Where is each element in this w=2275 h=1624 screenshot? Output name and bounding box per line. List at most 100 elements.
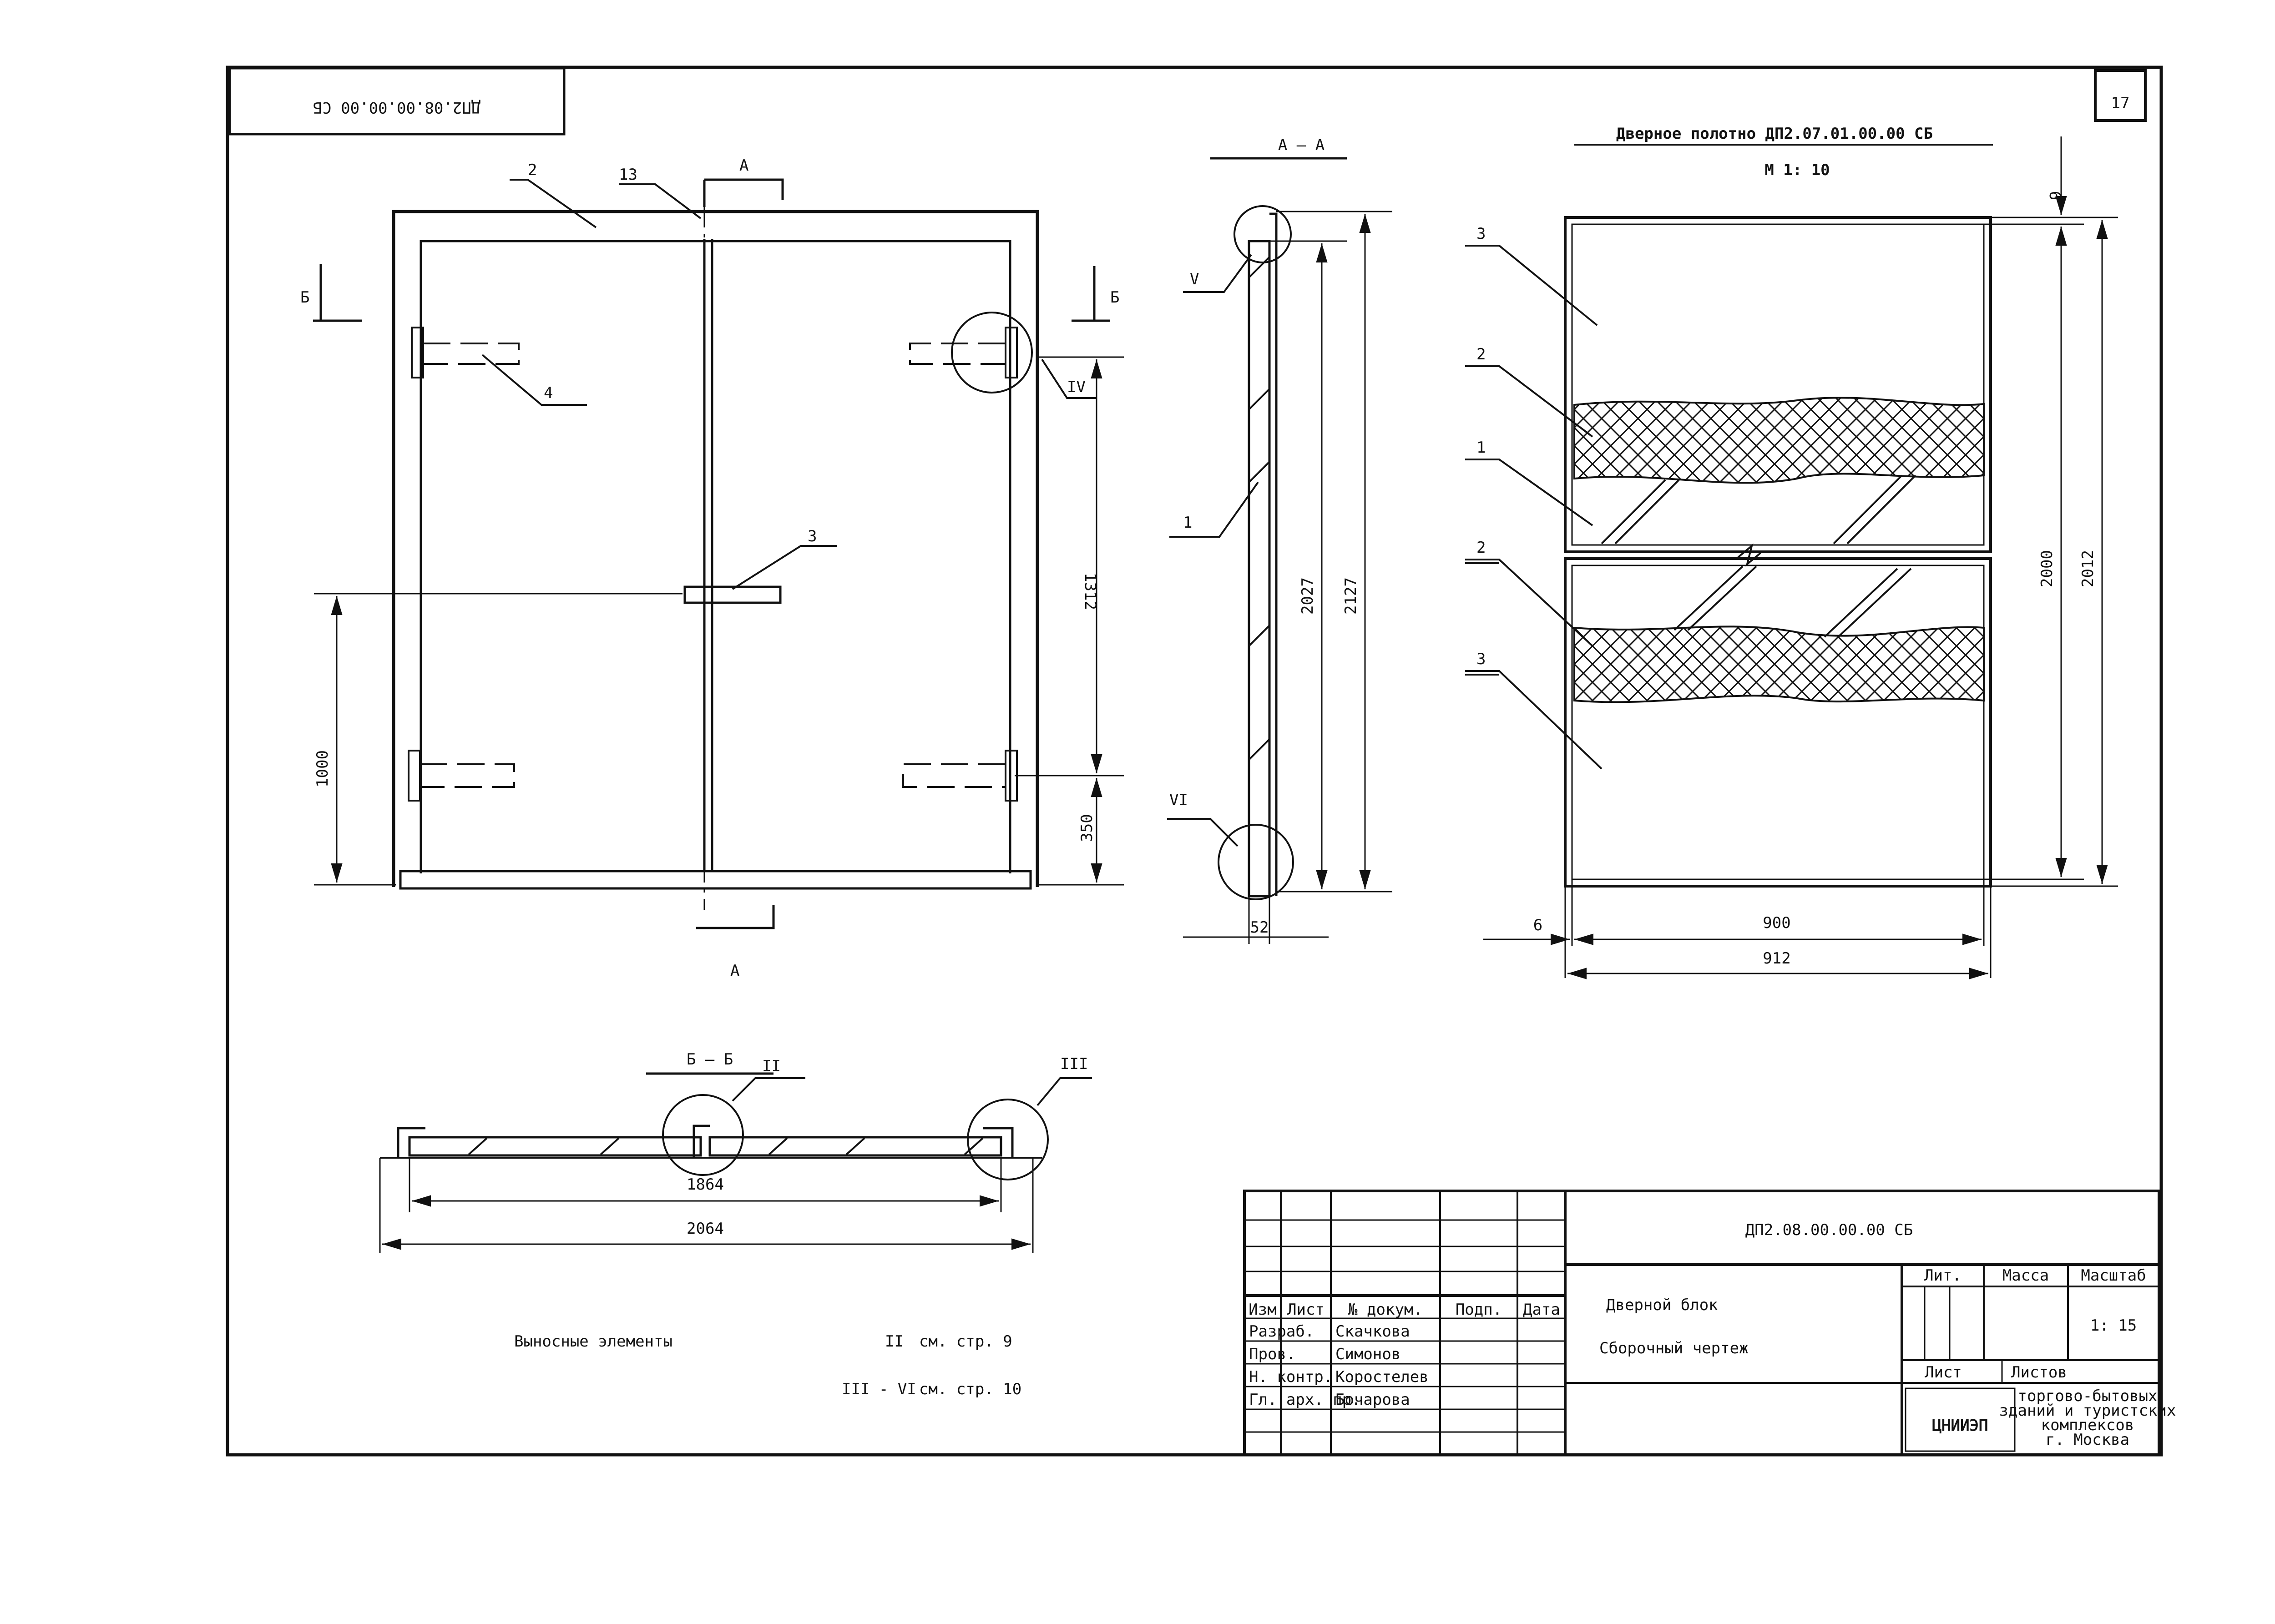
hdr-list: Лист <box>1287 1301 1325 1319</box>
name-1: Симонов <box>1335 1345 1400 1363</box>
leaf-section-hatch <box>468 1137 984 1155</box>
hinge-left-top <box>411 327 520 378</box>
leaf-right-section <box>708 1136 1002 1157</box>
role-0: Разраб. <box>1249 1322 1314 1341</box>
section-b-left-label: Б <box>300 288 309 307</box>
name-0: Скачкова <box>1335 1322 1410 1341</box>
org-logo-box <box>1905 1387 2016 1452</box>
section-a-bottom-label: А <box>730 962 739 980</box>
callout-v: V <box>1190 270 1199 288</box>
name-3: Бочарова <box>1335 1391 1410 1409</box>
detail-circle-ii <box>662 1094 744 1176</box>
top-code-mirrored: ДП2.08.00.00.00 СБ <box>313 98 480 116</box>
doc-code: ДП2.08.00.00.00 СБ <box>1745 1221 1913 1239</box>
door-frame-inner <box>420 240 1011 873</box>
role-2: Н. контр. <box>1249 1368 1333 1386</box>
org-logo: ЦНИИЭП <box>1932 1417 1988 1435</box>
dim-1864: 1864 <box>687 1175 724 1194</box>
callout-leaf-3b-leader <box>1465 670 1603 770</box>
hinge-right-bottom <box>902 750 1018 802</box>
org-line3: комплексов <box>2041 1416 2134 1434</box>
hdr-sheets: Листов <box>2011 1363 2067 1382</box>
dim-52: 52 <box>1250 918 1269 937</box>
dim-6-top: 6 <box>2046 191 2064 200</box>
dim-1000: 1000 <box>313 750 332 787</box>
door-leaf-scale: М 1: 10 <box>1764 161 1830 179</box>
door-leaf: Дверное полотно ДП2.07.01.00.00 СБ М 1: … <box>1465 125 2118 979</box>
leaf-upper-inner <box>1571 223 1985 546</box>
dim-900: 900 <box>1763 914 1790 932</box>
hdr-izm: Изм <box>1249 1301 1276 1319</box>
insulation-lower <box>1573 625 1985 703</box>
callout-13-leader <box>619 183 702 219</box>
dim-2127: 2127 <box>1342 577 1360 615</box>
section-b-left-mark <box>313 264 362 322</box>
callout-1: 1 <box>1183 514 1192 532</box>
door-frame-outer <box>392 210 1039 887</box>
callout-vi: VI <box>1169 791 1188 809</box>
dim-350: 350 <box>1078 814 1096 842</box>
hdr-massa: Масса <box>2002 1266 2049 1285</box>
title-block: Изм Лист № докум. Подп. Дата Разраб. Ска… <box>1243 1190 2176 1456</box>
hdr-masshtab: Масштаб <box>2081 1266 2146 1285</box>
callout-leaf-3a: 3 <box>1476 225 1486 243</box>
dim-2064: 2064 <box>687 1220 724 1238</box>
role-3: Гл. арх. пр. <box>1249 1391 1361 1409</box>
callout-leaf-2a: 2 <box>1476 345 1486 363</box>
note-line2-tail: см. стр. 10 <box>919 1380 1021 1398</box>
dim-6-left: 6 <box>1533 916 1542 934</box>
callout-1-leader <box>1169 481 1259 538</box>
callout-2-leader <box>510 179 597 228</box>
detail-circle-vi <box>1218 824 1294 900</box>
frame-strut-upper <box>1601 474 1916 545</box>
detail-circle-iii <box>967 1099 1049 1180</box>
callout-iii: III <box>1060 1055 1088 1073</box>
note-line2-ref: III - VI <box>842 1380 916 1398</box>
leaf-upper-outer <box>1564 216 1992 553</box>
detail-circle-v <box>1234 205 1292 263</box>
sheet-frame: ДП2.08.00.00.00 СБ 17 <box>226 66 2163 1457</box>
leaf-lower-outer <box>1564 557 1992 888</box>
callout-13: 13 <box>619 166 637 184</box>
frame-profile <box>1269 212 1278 896</box>
scale-value: 1: 15 <box>2090 1316 2137 1335</box>
notes: Выносные элементы II см. стр. 9 III - VI… <box>514 1332 1021 1398</box>
section-b-right-mark <box>1072 266 1110 322</box>
callout-leaf-2b-leader <box>1465 559 1593 647</box>
name-2: Коростелев <box>1335 1368 1429 1386</box>
callout-3: 3 <box>808 527 817 545</box>
leaf-profile <box>1248 240 1271 898</box>
callout-2: 2 <box>528 161 537 179</box>
leaf-lower-inner <box>1571 565 1985 880</box>
door-handle <box>683 585 782 604</box>
callout-iv-leader <box>1041 358 1097 399</box>
title-line1: Дверной блок <box>1606 1296 1718 1314</box>
threshold <box>399 870 1032 890</box>
section-bb: Б – Б II III 1864 2064 <box>379 1050 1092 1253</box>
top-code-box <box>228 67 566 136</box>
dim-2000: 2000 <box>2038 550 2056 587</box>
hdr-podp: Подп. <box>1456 1301 1502 1319</box>
org-line4: г. Москва <box>2046 1431 2129 1449</box>
callout-leaf-3b: 3 <box>1476 650 1486 668</box>
dim-1312: 1312 <box>1081 573 1099 610</box>
frame-strut-lower <box>1673 565 1912 638</box>
section-a-bottom-mark <box>696 905 775 929</box>
callout-leaf-1-leader <box>1465 459 1593 526</box>
callout-v-leader <box>1183 254 1252 293</box>
hinge-left-bottom <box>408 750 515 802</box>
callout-4: 4 <box>544 384 553 402</box>
org-line2: зданий и туристских <box>1999 1402 2176 1420</box>
section-aa-title: А – А <box>1278 136 1325 154</box>
callout-leaf-2a-leader <box>1465 365 1593 438</box>
frame-section-profiles <box>397 1125 1014 1158</box>
callout-vi-leader <box>1167 818 1239 847</box>
section-bb-title: Б – Б <box>687 1050 733 1069</box>
callout-ii: II <box>762 1057 781 1075</box>
hdr-sheet: Лист <box>1925 1363 1962 1382</box>
hdr-lit: Лит. <box>1924 1266 1962 1285</box>
callout-ii-leader <box>732 1077 805 1102</box>
note-line1-tail: см. стр. 9 <box>919 1332 1012 1351</box>
hdr-data: Дата <box>1523 1301 1560 1319</box>
